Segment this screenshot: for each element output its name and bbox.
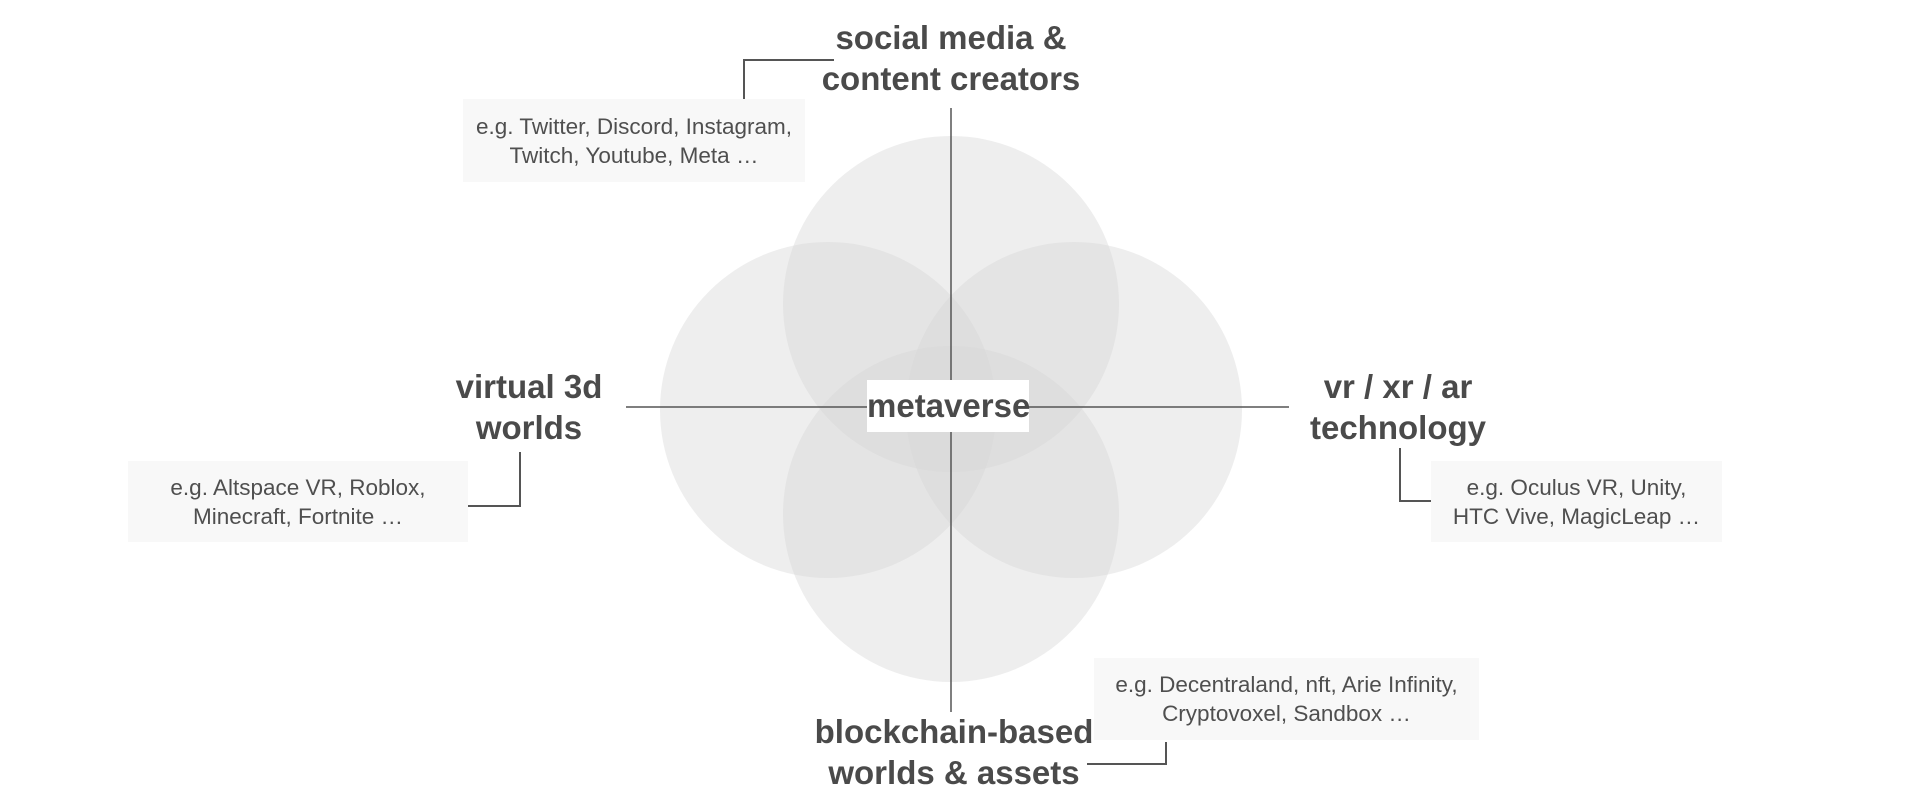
- heading-social-line-1: social media &: [835, 19, 1067, 56]
- heading-blockchain-worlds: blockchain-based worlds & assets: [796, 711, 1112, 793]
- examples-vr-line-1: e.g. Oculus VR, Unity,: [1466, 474, 1687, 500]
- examples-vr-xr-ar-technology: e.g. Oculus VR, Unity, HTC Vive, MagicLe…: [1431, 461, 1722, 542]
- examples-virtual-line-2: Minecraft, Fortnite …: [192, 503, 404, 529]
- examples-social-media: e.g. Twitter, Discord, Instagram, Twitch…: [463, 99, 805, 182]
- heading-social-media: social media & content creators: [796, 17, 1106, 99]
- examples-virtual-3d-worlds: e.g. Altspace VR, Roblox, Minecraft, For…: [128, 461, 468, 542]
- examples-social-line-2: Twitch, Youtube, Meta …: [509, 142, 759, 168]
- heading-blockchain-line-1: blockchain-based: [814, 713, 1094, 750]
- heading-vr-line-1: vr / xr / ar: [1323, 368, 1473, 405]
- heading-blockchain-line-2: worlds & assets: [828, 754, 1080, 791]
- connector-virtual: [467, 452, 521, 507]
- center-label-metaverse: metaverse: [867, 380, 1030, 432]
- examples-vr-line-2: HTC Vive, MagicLeap …: [1452, 503, 1701, 529]
- examples-social-line-1: e.g. Twitter, Discord, Instagram,: [476, 113, 792, 139]
- connector-social: [743, 59, 834, 99]
- connector-vr: [1399, 448, 1434, 502]
- connector-lines: [467, 59, 1434, 765]
- examples-blockchain-line-2: Cryptovoxel, Sandbox …: [1162, 701, 1411, 726]
- examples-virtual-line-1: e.g. Altspace VR, Roblox,: [170, 474, 426, 500]
- heading-vr-line-2: technology: [1309, 409, 1486, 446]
- circle-virtual: [660, 242, 996, 578]
- circle-vr: [906, 242, 1242, 578]
- heading-vr-xr-ar-technology: vr / xr / ar technology: [1288, 366, 1508, 448]
- heading-social-line-2: content creators: [821, 60, 1081, 97]
- heading-virtual-line-1: virtual 3d: [455, 368, 603, 405]
- connector-blockchain: [1087, 742, 1167, 765]
- heading-virtual-3d-worlds: virtual 3d worlds: [429, 366, 629, 448]
- heading-virtual-line-2: worlds: [475, 409, 583, 446]
- examples-blockchain-line-1: e.g. Decentraland, nft, Arie Infinity,: [1115, 672, 1458, 697]
- examples-blockchain-worlds: e.g. Decentraland, nft, Arie Infinity, C…: [1094, 658, 1479, 740]
